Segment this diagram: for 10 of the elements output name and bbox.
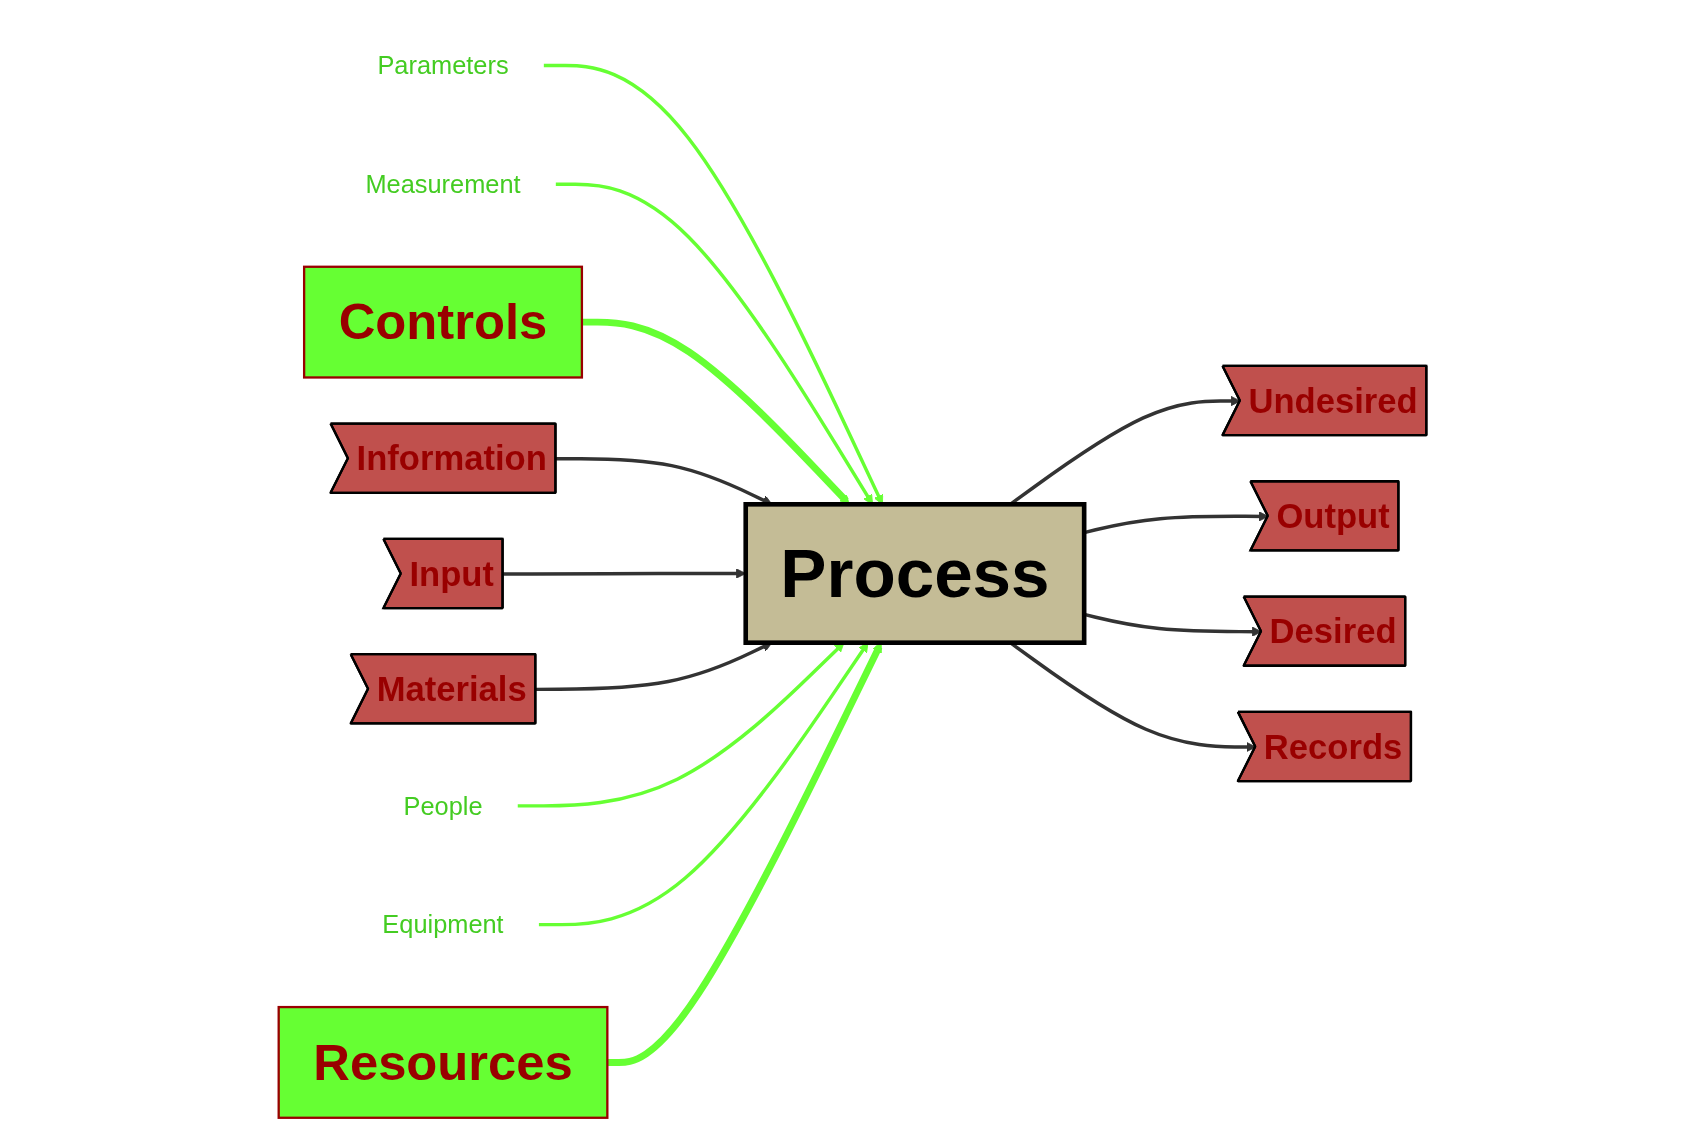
node-box bbox=[743, 502, 1087, 645]
node-text: Parameters bbox=[377, 51, 509, 80]
arrow bbox=[543, 63, 884, 505]
arrow bbox=[555, 182, 873, 505]
node-box bbox=[277, 1005, 609, 1119]
node-box bbox=[302, 265, 584, 379]
arrow bbox=[581, 318, 850, 505]
node-text: Equipment bbox=[382, 910, 504, 940]
node-text: Measurement bbox=[365, 169, 521, 199]
node-text: People bbox=[403, 791, 483, 821]
